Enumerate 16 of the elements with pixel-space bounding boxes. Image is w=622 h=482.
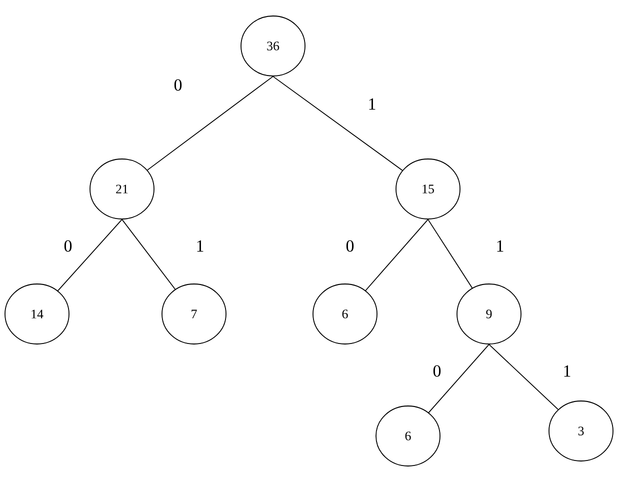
edge-label: 1 xyxy=(494,239,506,253)
tree-edge xyxy=(428,219,473,288)
edge-label: 0 xyxy=(432,364,442,378)
tree-edge xyxy=(57,219,122,292)
tree-edge xyxy=(365,219,428,291)
tree-edge xyxy=(272,76,403,171)
edge-label: 0 xyxy=(344,239,356,253)
edge-label: 1 xyxy=(366,97,378,111)
tree-edge xyxy=(146,76,274,170)
edge-label: 0 xyxy=(172,78,184,92)
edge-label: 1 xyxy=(194,239,206,253)
edge-label: 0 xyxy=(62,239,74,253)
tree-edge xyxy=(488,344,559,410)
tree-edge xyxy=(428,344,490,414)
edge-label: 1 xyxy=(562,364,572,378)
tree-edge xyxy=(122,219,176,290)
